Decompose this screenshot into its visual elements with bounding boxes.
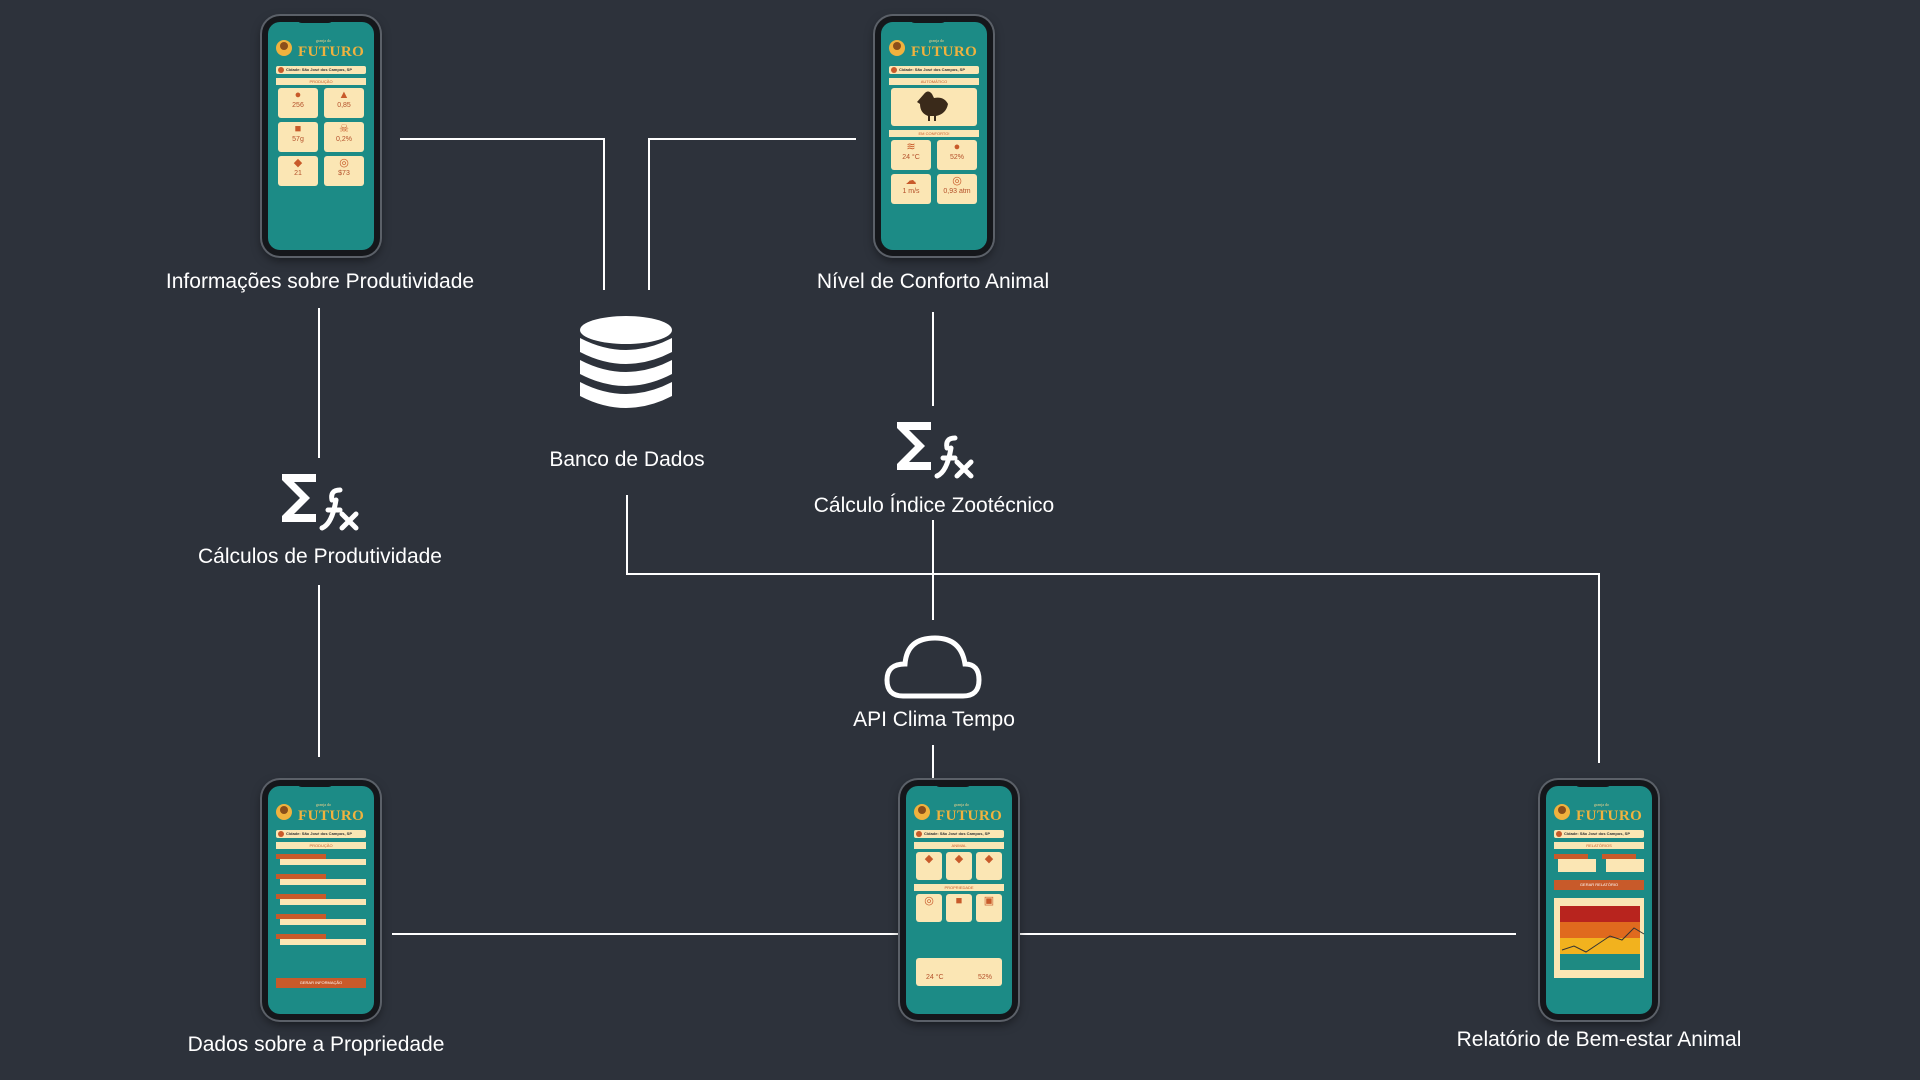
section-automatico: AUTOMÁTICO	[889, 78, 979, 85]
tile-weight: ■57g	[278, 122, 318, 152]
city-bar: Cidade: São José dos Campos, SP	[276, 66, 366, 74]
brand: FUTURO	[936, 808, 1003, 824]
tile-animal-2[interactable]: ◆	[946, 852, 972, 880]
form-field[interactable]	[276, 894, 366, 905]
brand: FUTURO	[1576, 808, 1643, 824]
gerar-relatorio-button[interactable]: GERAR RELATÓRIO	[1554, 880, 1644, 890]
tile-animal-3[interactable]: ◆	[976, 852, 1002, 880]
form-field[interactable]	[276, 934, 366, 945]
brand-small: granja do	[316, 802, 331, 807]
tile-property-2[interactable]: ■	[946, 894, 972, 922]
tile-temperature: ≋24 °C	[891, 140, 931, 170]
city-bar: Cidade: São José dos Campos, SP	[276, 830, 366, 838]
sigma-fx-icon	[897, 422, 974, 479]
tile-cost: ◎$73	[324, 156, 364, 186]
phone-report: granja do FUTURO Cidade: São José dos Ca…	[1540, 780, 1658, 1020]
sigma-fx-icon	[282, 474, 359, 531]
brand: FUTURO	[298, 808, 365, 824]
label-info-produtividade: Informações sobre Produtividade	[165, 270, 475, 293]
brand: FUTURO	[298, 44, 365, 60]
phone-comfort: granja do FUTURO Cidade: São José dos Ca…	[875, 16, 993, 256]
brand-small: granja do	[929, 38, 944, 43]
section-relatorios: RELATÓRIOS	[1554, 842, 1644, 849]
section-propriedade: PROPRIEDADE	[914, 884, 1004, 891]
brand-small: granja do	[954, 802, 969, 807]
tile-wind: ☁1 m/s	[891, 174, 931, 204]
tile-animal-1[interactable]: ◆	[916, 852, 942, 880]
label-banco-dados: Banco de Dados	[549, 448, 705, 471]
city-bar: Cidade: São José dos Campos, SP	[889, 66, 979, 74]
label-dados-propriedade: Dados sobre a Propriedade	[187, 1033, 445, 1056]
tile-age: ◆21	[278, 156, 318, 186]
label-conforto-animal: Nível de Conforto Animal	[816, 270, 1050, 293]
gerar-informacao-button[interactable]: GERAR INFORMAÇÃO	[276, 978, 366, 988]
tile-property-3[interactable]: ▣	[976, 894, 1002, 922]
form-field[interactable]	[276, 874, 366, 885]
tile-pressure: ◎0,93 atm	[937, 174, 977, 204]
section-producao: PRODUÇÃO	[276, 842, 366, 849]
report-filter-1[interactable]	[1554, 854, 1596, 872]
avatar	[889, 40, 905, 56]
tile-mortality: ☠0,2%	[324, 122, 364, 152]
section-animal: ANIMAL	[914, 842, 1004, 849]
brand-small: granja do	[1594, 802, 1609, 807]
report-filter-2[interactable]	[1602, 854, 1644, 872]
form-field[interactable]	[276, 914, 366, 925]
avatar	[276, 40, 292, 56]
report-chart	[1554, 898, 1645, 978]
form-field[interactable]	[276, 854, 366, 865]
tile-property-1[interactable]: ◎	[916, 894, 942, 922]
avatar	[1554, 804, 1570, 820]
chicken-icon	[917, 91, 948, 121]
label-calculo-indice: Cálculo Índice Zootécnico	[813, 494, 1055, 517]
tile-ratio: ▲0,85	[324, 88, 364, 118]
phone-productivity: granja do FUTURO Cidade: São José dos Ca…	[262, 16, 380, 256]
avatar	[914, 804, 930, 820]
section-producao: PRODUÇÃO	[276, 78, 366, 85]
label-calculos-produtividade: Cálculos de Produtividade	[198, 545, 442, 568]
chicken-panel	[891, 88, 977, 126]
label-relatorio: Relatório de Bem-estar Animal	[1456, 1028, 1742, 1051]
label-api-clima: API Clima Tempo	[853, 708, 1015, 731]
tile-humidity: ●52%	[937, 140, 977, 170]
brand: FUTURO	[911, 44, 978, 60]
status-em-conforto: EM CONFORTO!	[889, 130, 979, 137]
brand-small: granja do	[316, 38, 331, 43]
phone-property: granja do FUTURO Cidade: São José dos Ca…	[262, 780, 380, 1020]
database-icon	[580, 316, 672, 408]
city-bar: Cidade: São José dos Campos, SP	[914, 830, 1004, 838]
tile-eggs: ●256	[278, 88, 318, 118]
phone-home: granja do FUTURO Cidade: São José dos Ca…	[900, 780, 1018, 1020]
avatar	[276, 804, 292, 820]
tile-weather: 24 °C 52%	[916, 958, 1002, 986]
city-bar: Cidade: São José dos Campos, SP	[1554, 830, 1644, 838]
cloud-icon	[884, 635, 982, 699]
